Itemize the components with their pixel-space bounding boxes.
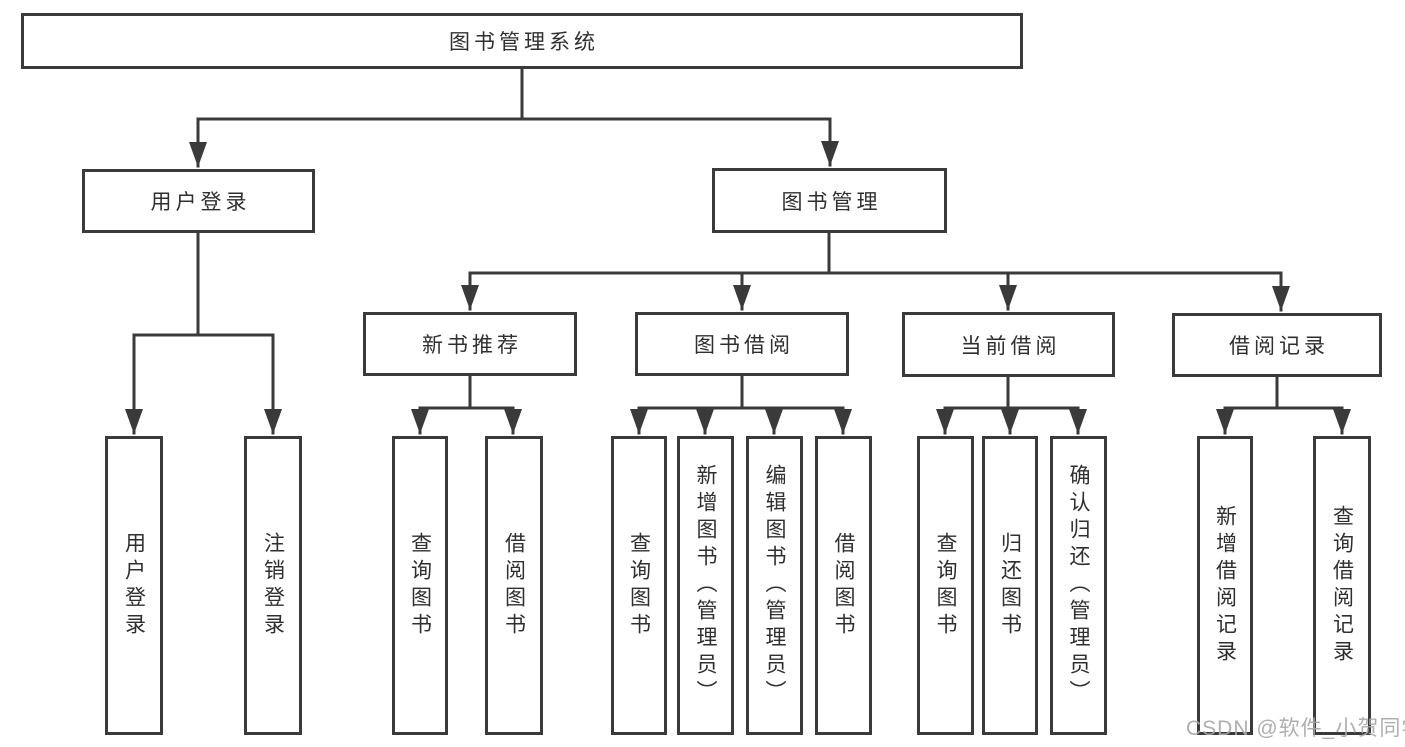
node-book-management: 图书管理 bbox=[712, 168, 947, 233]
leaf-confirm-return-admin: 确认归还（管理员） bbox=[1050, 436, 1107, 735]
leaf-borrow-books-2: 借阅图书 bbox=[815, 436, 872, 735]
leaf-add-book-admin: 新增图书（管理员） bbox=[677, 436, 734, 735]
leaf-user-login: 用户登录 bbox=[105, 436, 163, 735]
leaf-borrow-books-1: 借阅图书 bbox=[485, 436, 543, 735]
leaf-query-books-1: 查询图书 bbox=[392, 436, 448, 735]
node-user-login: 用户登录 bbox=[82, 169, 315, 233]
node-new-book-recommend: 新书推荐 bbox=[363, 312, 577, 376]
node-current-borrow: 当前借阅 bbox=[902, 312, 1115, 377]
leaf-query-books-3: 查询图书 bbox=[917, 436, 974, 735]
node-book-borrow: 图书借阅 bbox=[635, 312, 849, 376]
leaf-logout: 注销登录 bbox=[244, 436, 302, 735]
leaf-return-book: 归还图书 bbox=[982, 436, 1038, 735]
leaf-edit-book-admin: 编辑图书（管理员） bbox=[746, 436, 803, 735]
leaf-query-borrow-record: 查询借阅记录 bbox=[1313, 436, 1371, 735]
node-root: 图书管理系统 bbox=[21, 13, 1023, 69]
leaf-add-borrow-record: 新增借阅记录 bbox=[1197, 436, 1253, 735]
node-borrow-records: 借阅记录 bbox=[1172, 313, 1382, 377]
leaf-query-books-2: 查询图书 bbox=[611, 436, 667, 735]
